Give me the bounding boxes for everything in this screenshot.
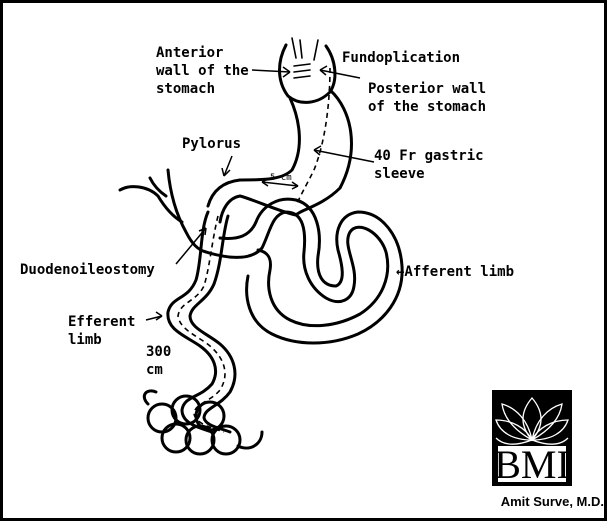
svg-text:Anterior: Anterior (156, 45, 223, 61)
five-cm-label: 5 cm (270, 173, 292, 183)
svg-text:Efferent: Efferent (68, 314, 135, 330)
length-label: 300 cm (146, 344, 171, 378)
afferent-limb (206, 199, 402, 343)
svg-text:wall of the: wall of the (156, 63, 249, 79)
bile-duct (120, 170, 206, 252)
sleeve-staple-line (296, 68, 330, 206)
terminal-ileum-coils (144, 391, 262, 454)
fundoplication-label: Fundoplication (342, 50, 460, 66)
pylorus-label: Pylorus (182, 136, 241, 152)
efferent-limb-label: Efferent limb (68, 314, 135, 348)
bmi-logo: BMI (492, 390, 572, 487)
duodenoileostomy-label: Duodenoileostomy (20, 262, 155, 278)
svg-text:Posterior wall: Posterior wall (368, 81, 486, 97)
svg-text:300: 300 (146, 344, 171, 360)
afferent-limb-label: ←Afferent limb (396, 264, 514, 280)
anterior-wall-label: Anterior wall of the stomach (156, 45, 249, 97)
svg-text:stomach: stomach (156, 81, 215, 97)
author-credit: Amit Surve, M.D. (501, 494, 604, 509)
svg-text:cm: cm (146, 362, 163, 378)
posterior-wall-label: Posterior wall of the stomach (368, 81, 486, 115)
svg-text:of the stomach: of the stomach (368, 99, 486, 115)
svg-text:40 Fr gastric: 40 Fr gastric (374, 148, 484, 164)
sleeve-label: 40 Fr gastric sleeve (374, 148, 484, 182)
svg-text:limb: limb (68, 332, 102, 348)
gastric-sleeve (240, 38, 351, 215)
svg-text:sleeve: sleeve (374, 166, 425, 182)
logo-text: BMI (494, 442, 570, 487)
